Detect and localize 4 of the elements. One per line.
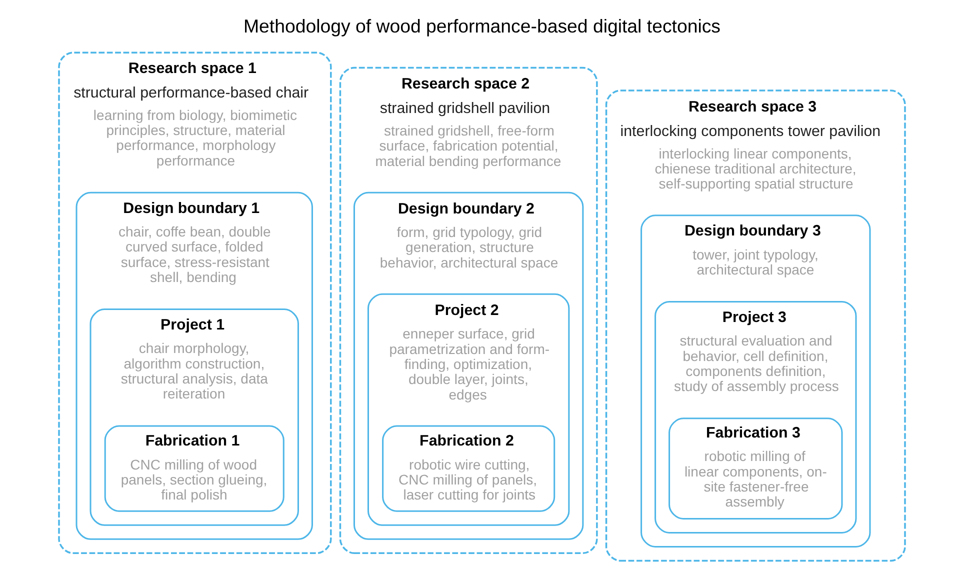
node-box: Fabrication 3 robotic milling of linear components, on-site fastener-free assembly — [668, 418, 843, 520]
node-box: Fabrication 2 robotic wire cutting, CNC milling of panels, laser cutting for joints — [382, 425, 556, 512]
node-box: Fabrication 1 CNC milling of wood panels, section glueing, final polish — [104, 425, 284, 512]
diagram-title: Methodology of wood performance-based digital tectonics — [243, 16, 721, 37]
